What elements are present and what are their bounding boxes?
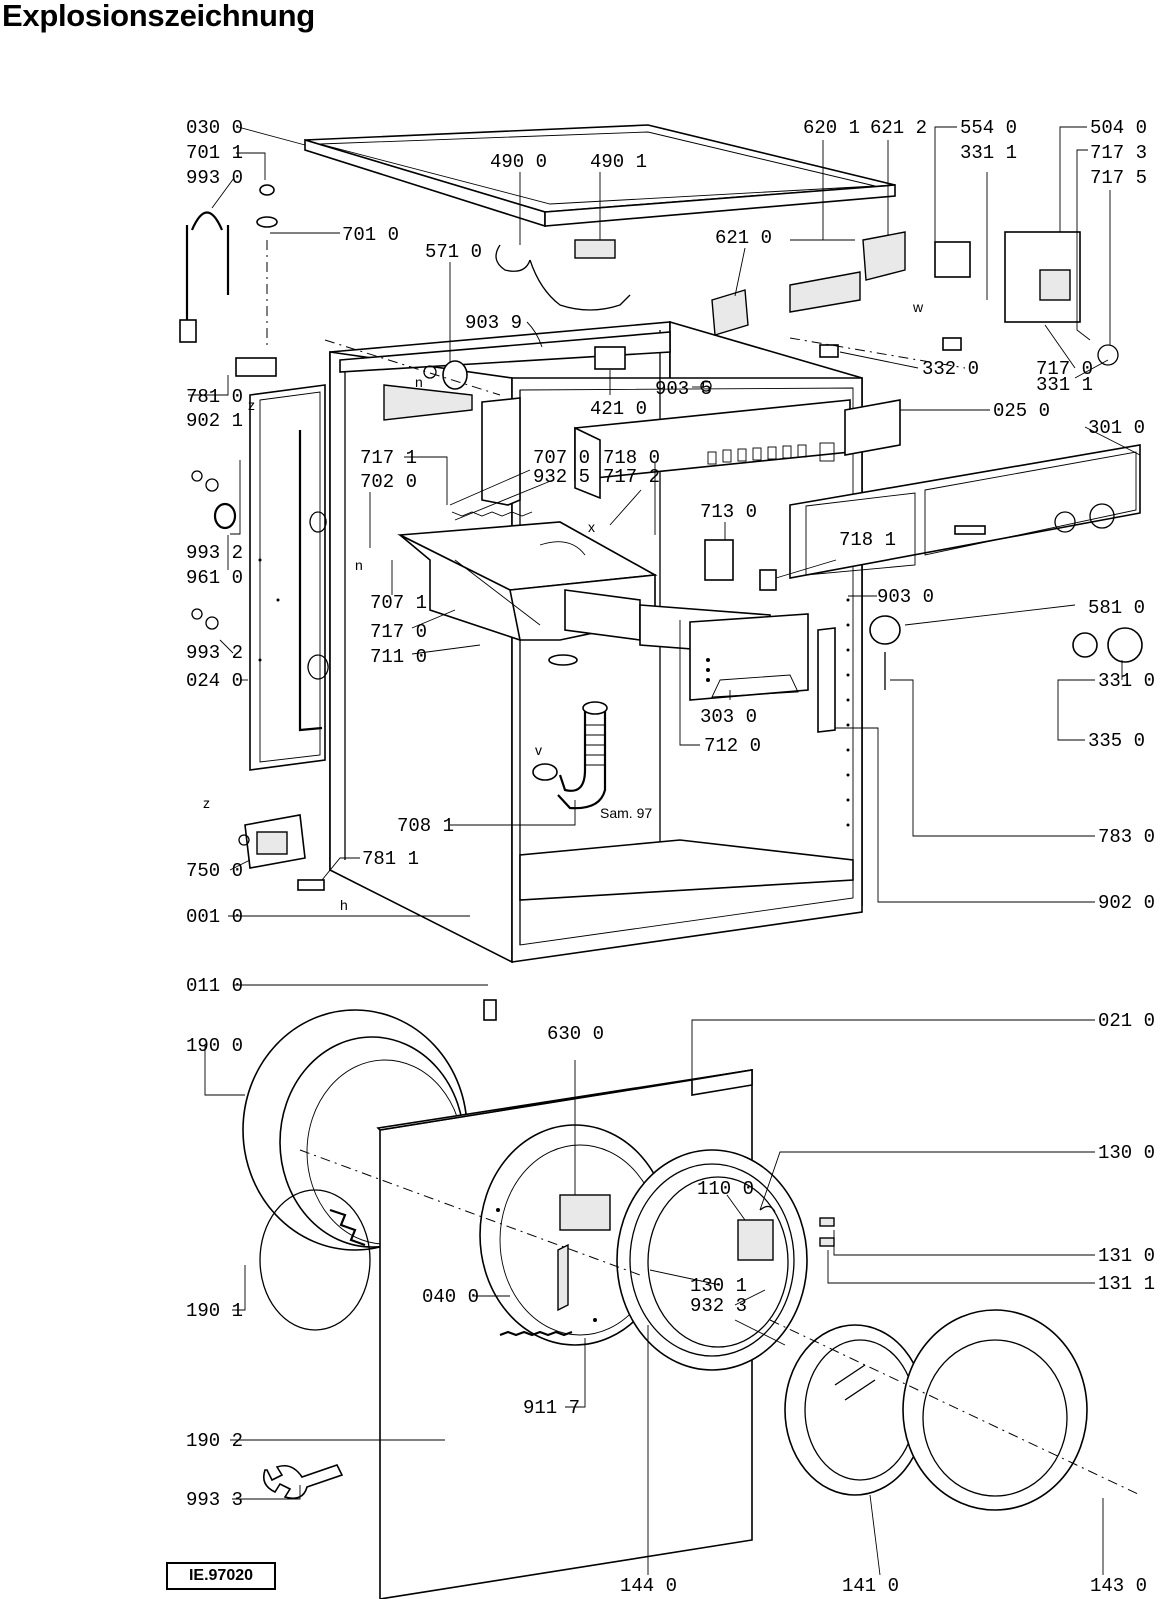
part-label: 571 0 [425,241,482,263]
part-label: 717 1 [360,447,417,469]
part-label: 581 0 [1088,597,1145,619]
letter-marks: n z w x v h n z [203,299,924,913]
part-label: 190 2 [186,1430,243,1452]
letter-mark: z [203,795,210,811]
part-label: 331 1 [960,142,1017,164]
letter-mark: v [535,742,542,758]
part-label: 708 1 [397,815,454,837]
part-label: 021 0 [1098,1010,1155,1032]
part-label: 961 0 [186,567,243,589]
part-label: 131 1 [1098,1273,1155,1295]
inner-note: Sam. 97 [600,805,652,821]
part-label: 713 0 [700,501,757,523]
part-label: 701 0 [342,224,399,246]
part-label: 490 1 [590,151,647,173]
part-label: 903 9 [465,312,522,334]
control-fascia-part [789,444,1141,579]
part-label: 143 0 [1090,1575,1147,1597]
part-label: 993 2 [186,542,243,564]
part-label: 301 0 [1088,417,1145,439]
part-label: 630 0 [547,1023,604,1045]
part-label: 141 0 [842,1575,899,1597]
part-label: 903 5 [655,378,712,400]
part-label: 781 1 [362,848,419,870]
letter-mark: w [912,299,924,315]
part-label: 025 0 [993,400,1050,422]
part-label: 303 0 [700,706,757,728]
pump-part [238,814,306,869]
part-label: 707 1 [370,592,427,614]
part-label: 902 0 [1098,892,1155,914]
part-label: 701 1 [186,142,243,164]
control-bracket-part [574,399,901,500]
part-label: 011 0 [186,975,243,997]
door-glass-part [769,1309,1141,1511]
part-label: 621 0 [715,227,772,249]
part-label: 110 0 [697,1178,754,1200]
leader-lines [188,126,1141,1576]
part-label: 554 0 [960,117,1017,139]
part-label: 717 3 [1090,142,1147,164]
part-label: 717 5 [1090,167,1147,189]
part-label: 712 0 [704,735,761,757]
part-label: 717 2 [603,466,660,488]
letter-mark: x [588,519,595,535]
letter-mark: z [248,397,255,413]
part-label: 911 7 [523,1397,580,1419]
part-label: 783 0 [1098,826,1155,848]
part-label: 993 3 [186,1489,243,1511]
part-label: 335 0 [1088,730,1145,752]
page-title: Explosionszeichnung [2,0,315,33]
part-label: 750 0 [186,860,243,882]
part-label: 993 0 [186,167,243,189]
drain-hose-part [532,654,608,810]
part-label: 421 0 [590,398,647,420]
letter-mark: n [415,374,423,390]
part-label: 711 0 [370,646,427,668]
part-label: 040 0 [422,1286,479,1308]
part-label: 620 1 [803,117,860,139]
part-label: 718 0 [603,447,660,469]
part-label: 504 0 [1090,117,1147,139]
part-label: 130 0 [1098,1142,1155,1164]
detergent-drawer-part [564,589,809,701]
part-label: 903 0 [877,586,934,608]
part-label: 707 0 [533,447,590,469]
part-label: 993 2 [186,642,243,664]
part-label: 718 1 [839,529,896,551]
part-label: 781 0 [186,386,243,408]
part-label: 717 0 [1036,358,1093,380]
small-components [179,184,1143,1021]
part-label: 144 0 [620,1575,677,1597]
part-label: 717 0 [370,621,427,643]
part-label: 024 0 [186,670,243,692]
letter-mark: n [355,557,363,573]
part-label: 332 0 [922,358,979,380]
part-label: 030 0 [186,117,243,139]
part-label: 190 1 [186,1300,243,1322]
door-ring-part [616,1149,835,1371]
part-label: 932 3 [690,1295,747,1317]
part-label: 702 0 [360,471,417,493]
letter-mark: h [340,897,348,913]
part-label: 190 0 [186,1035,243,1057]
top-cover-part [304,124,896,228]
part-label: 131 0 [1098,1245,1155,1267]
back-panel-part [249,384,329,771]
hinge-holes [846,598,850,827]
part-label: 932 5 [533,466,590,488]
part-labels: 030 0 701 1 993 0 701 0 490 0 490 1 571 … [186,117,1155,1597]
part-label: 621 2 [870,117,927,139]
part-label: 490 0 [490,151,547,173]
part-label: 331 1 [1036,374,1093,396]
drawing-reference: IE.97020 [166,1562,276,1590]
spanner-part [262,1464,344,1500]
part-label: 902 1 [186,410,243,432]
part-label: 130 1 [690,1275,747,1297]
part-label: 331 0 [1098,670,1155,692]
part-label: 001 0 [186,906,243,928]
